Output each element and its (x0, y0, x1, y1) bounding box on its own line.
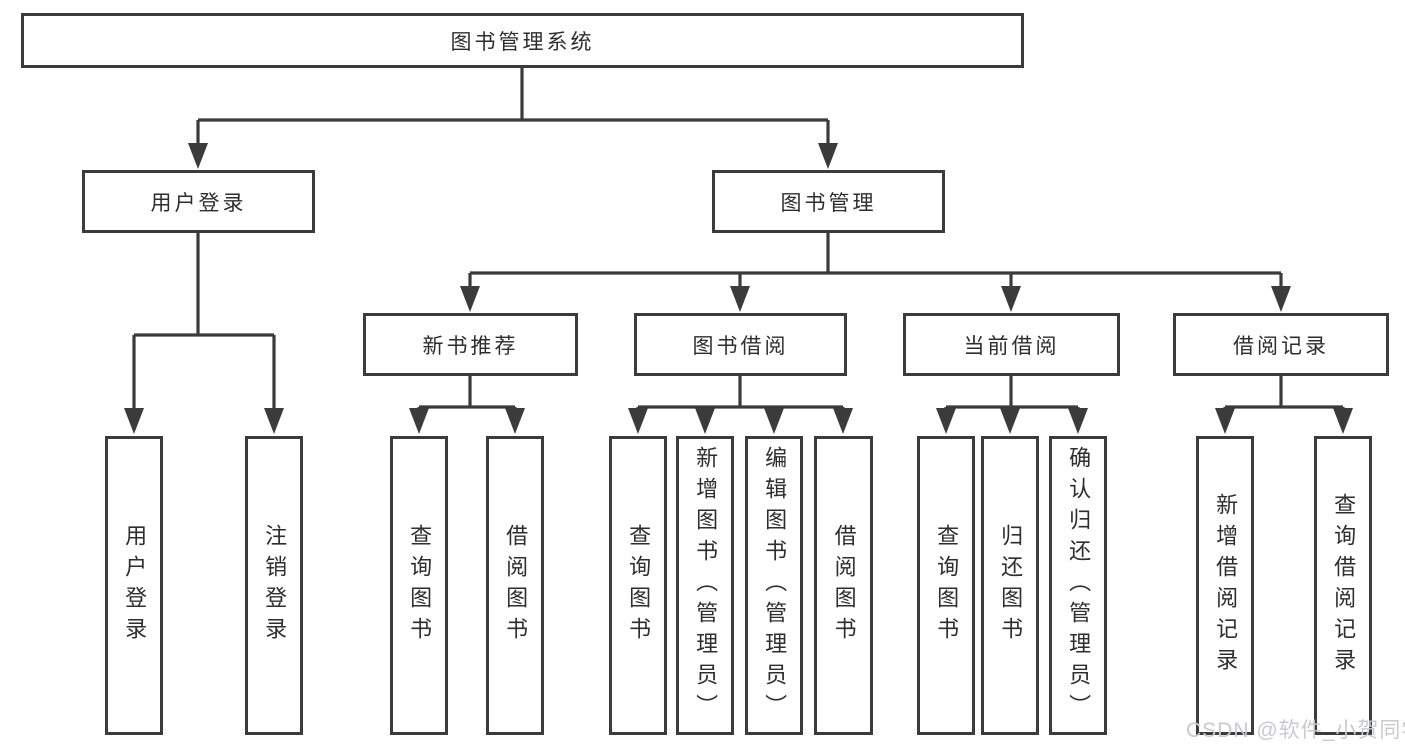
leaf-label: 确认归还（管理员） (1066, 446, 1092, 725)
leaf-edit-books-admin: 编辑图书（管理员） (745, 436, 803, 735)
leaf-label: 用户登录 (122, 523, 148, 648)
leaf-add-books-admin: 新增图书（管理员） (676, 436, 734, 735)
node-book-borrowing: 图书借阅 (634, 313, 847, 376)
leaf-label: 注销登录 (262, 523, 288, 648)
leaf-label: 查询图书 (407, 523, 433, 648)
leaf-query-books-borrow: 查询图书 (609, 436, 667, 735)
leaf-label: 新增图书（管理员） (693, 446, 719, 725)
node-book-management: 图书管理 (712, 170, 945, 233)
node-user-login: 用户登录 (82, 170, 315, 233)
leaf-label: 查询借阅记录 (1331, 492, 1357, 679)
leaf-label: 借阅图书 (831, 523, 857, 648)
leaf-borrow-books-rec: 借阅图书 (486, 436, 544, 735)
node-new-book-recommendation: 新书推荐 (363, 313, 578, 376)
node-borrowing-records: 借阅记录 (1173, 313, 1389, 376)
leaf-user-login: 用户登录 (105, 436, 163, 735)
leaf-label: 查询图书 (934, 523, 960, 648)
watermark: CSDN @软件_小贺同学 (1186, 719, 1405, 742)
leaf-label: 新增借阅记录 (1213, 492, 1239, 679)
leaf-query-books-current: 查询图书 (917, 436, 975, 735)
node-current-borrowing: 当前借阅 (903, 313, 1120, 376)
leaf-label: 查询图书 (626, 523, 652, 648)
leaf-label: 编辑图书（管理员） (762, 446, 788, 725)
leaf-return-books: 归还图书 (981, 436, 1039, 735)
node-root-library-system: 图书管理系统 (21, 13, 1024, 68)
leaf-borrow-books: 借阅图书 (814, 436, 873, 735)
leaf-confirm-return-admin: 确认归还（管理员） (1049, 436, 1107, 735)
leaf-logout: 注销登录 (245, 436, 303, 735)
leaf-label: 归还图书 (998, 523, 1024, 648)
leaf-add-borrow-record: 新增借阅记录 (1196, 436, 1254, 735)
leaf-query-borrow-record: 查询借阅记录 (1314, 436, 1372, 735)
leaf-query-books-rec: 查询图书 (390, 436, 448, 735)
leaf-label: 借阅图书 (503, 523, 529, 648)
